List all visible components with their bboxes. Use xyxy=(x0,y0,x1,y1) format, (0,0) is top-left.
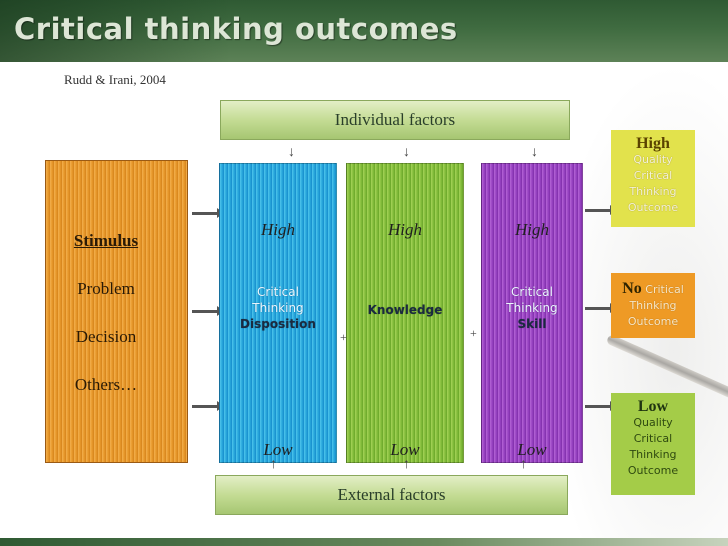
outcome-line: Outcome xyxy=(627,201,679,214)
column-high-label: High xyxy=(261,220,295,239)
outcome-level: High xyxy=(636,135,670,152)
bottom-bar xyxy=(0,538,728,546)
column-description: Critical Thinking Disposition xyxy=(220,284,336,332)
low-outcome-box: Low Quality Critical Thinking Outcome xyxy=(611,393,695,495)
column-low-label: Low xyxy=(390,440,420,459)
down-arrow-icon: ↓ xyxy=(403,145,410,160)
column-description: Critical Thinking Skill xyxy=(482,284,582,332)
title-bar: Critical thinking outcomes xyxy=(0,0,728,62)
outcome-line: Thinking xyxy=(629,185,677,198)
description-line: Thinking xyxy=(252,301,304,315)
outcome-line: Thinking xyxy=(629,299,677,312)
outcome-first-line: No Critical xyxy=(611,273,695,298)
no-outcome-box: No Critical Thinking Outcome xyxy=(611,273,695,338)
right-arrow-icon xyxy=(585,303,617,313)
description-line: Critical xyxy=(511,285,553,299)
outcome-line: Critical xyxy=(633,169,673,182)
column-low-label: Low xyxy=(517,440,547,459)
stimulus-heading: Stimulus xyxy=(73,231,139,250)
description-line: Knowledge xyxy=(367,303,443,317)
outcome-level: Low xyxy=(637,398,669,415)
plus-sign: + xyxy=(340,330,347,344)
individual-factors-box: Individual factors xyxy=(220,100,570,140)
high-outcome-box: High Quality Critical Thinking Outcome xyxy=(611,130,695,227)
up-arrow-icon: ↑ xyxy=(520,457,527,472)
outcome-line: Critical xyxy=(633,432,673,445)
up-arrow-icon: ↑ xyxy=(270,457,277,472)
column-description: Knowledge xyxy=(347,302,463,318)
right-arrow-icon xyxy=(585,401,617,411)
up-arrow-icon: ↑ xyxy=(403,457,410,472)
knowledge-column: High Knowledge Low xyxy=(346,163,464,463)
disposition-column: High Critical Thinking Disposition Low xyxy=(219,163,337,463)
outcome-level: No xyxy=(622,280,642,297)
page-title: Critical thinking outcomes xyxy=(14,12,458,46)
external-factors-box: External factors xyxy=(215,475,568,515)
stimulus-item: Decision xyxy=(75,327,137,346)
outcome-line: Outcome xyxy=(627,315,679,328)
description-line: Skill xyxy=(517,317,547,331)
skill-column: High Critical Thinking Skill Low xyxy=(481,163,583,463)
down-arrow-icon: ↓ xyxy=(288,145,295,160)
citation: Rudd & Irani, 2004 xyxy=(64,72,166,87)
right-arrow-icon xyxy=(192,306,224,316)
outcome-line: Critical xyxy=(645,283,684,296)
right-arrow-icon xyxy=(192,208,224,218)
outcome-line: Outcome xyxy=(627,464,679,477)
individual-factors-label: Individual factors xyxy=(334,110,456,129)
right-arrow-icon xyxy=(192,401,224,411)
stimulus-box: Stimulus Problem Decision Others… xyxy=(45,160,188,463)
outcome-line: Thinking xyxy=(629,448,677,461)
description-line: Critical xyxy=(257,285,299,299)
plus-sign: + xyxy=(470,326,477,340)
column-high-label: High xyxy=(515,220,549,239)
right-arrow-icon xyxy=(585,205,617,215)
description-line: Disposition xyxy=(240,317,316,331)
outcome-line: Quality xyxy=(633,416,673,429)
description-line: Thinking xyxy=(506,301,558,315)
column-high-label: High xyxy=(388,220,422,239)
down-arrow-icon: ↓ xyxy=(531,145,538,160)
stimulus-item: Others… xyxy=(74,375,138,394)
column-low-label: Low xyxy=(263,440,293,459)
outcome-line: Quality xyxy=(633,153,673,166)
external-factors-label: External factors xyxy=(337,485,446,504)
stimulus-item: Problem xyxy=(77,279,135,298)
